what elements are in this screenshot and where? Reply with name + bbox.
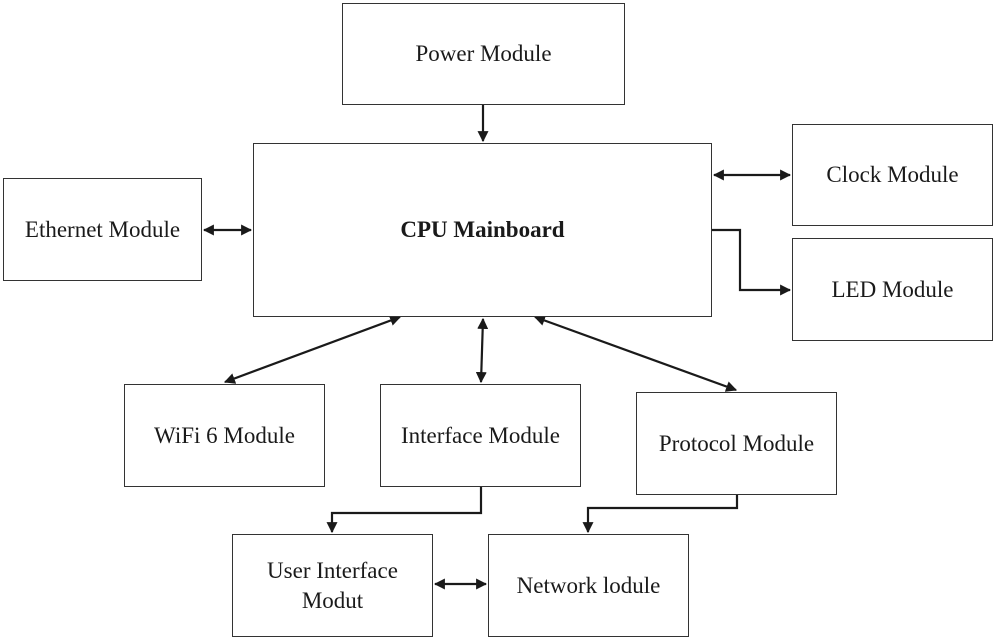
clock-module-label: Clock Module bbox=[826, 162, 959, 188]
interface-module-box: Interface Module bbox=[380, 384, 581, 487]
clock-module-box: Clock Module bbox=[792, 124, 993, 226]
arrow-cpu-to-led bbox=[712, 228, 792, 296]
arrow-cpu-interface bbox=[475, 317, 489, 384]
protocol-module-label: Protocol Module bbox=[658, 430, 815, 456]
ethernet-module-label: Ethernet Module bbox=[24, 216, 181, 242]
user-interface-module-label: User Interface Modut bbox=[267, 557, 398, 613]
ethernet-module-box: Ethernet Module bbox=[3, 178, 202, 281]
power-module-box: Power Module bbox=[342, 3, 625, 105]
power-module-label: Power Module bbox=[415, 41, 552, 67]
user-interface-module-box: User Interface Modut bbox=[232, 534, 433, 637]
led-module-label: LED Module bbox=[831, 276, 954, 302]
cpu-mainboard-label: CPU Mainboard bbox=[400, 217, 565, 243]
arrow-protocol-to-network bbox=[582, 495, 739, 534]
cpu-mainboard-box: CPU Mainboard bbox=[253, 143, 712, 317]
interface-module-label: Interface Module bbox=[400, 422, 560, 448]
wifi-module-label: WiFi 6 Module bbox=[154, 422, 295, 448]
led-module-box: LED Module bbox=[792, 238, 993, 341]
arrow-cpu-protocol bbox=[533, 315, 738, 392]
wifi-module-box: WiFi 6 Module bbox=[124, 384, 325, 487]
network-module-box: Network lodule bbox=[488, 534, 689, 637]
arrow-interface-to-userif bbox=[326, 487, 483, 534]
network-module-label: Network lodule bbox=[516, 572, 661, 598]
arrow-cpu-wifi bbox=[223, 315, 402, 384]
protocol-module-box: Protocol Module bbox=[636, 392, 837, 495]
